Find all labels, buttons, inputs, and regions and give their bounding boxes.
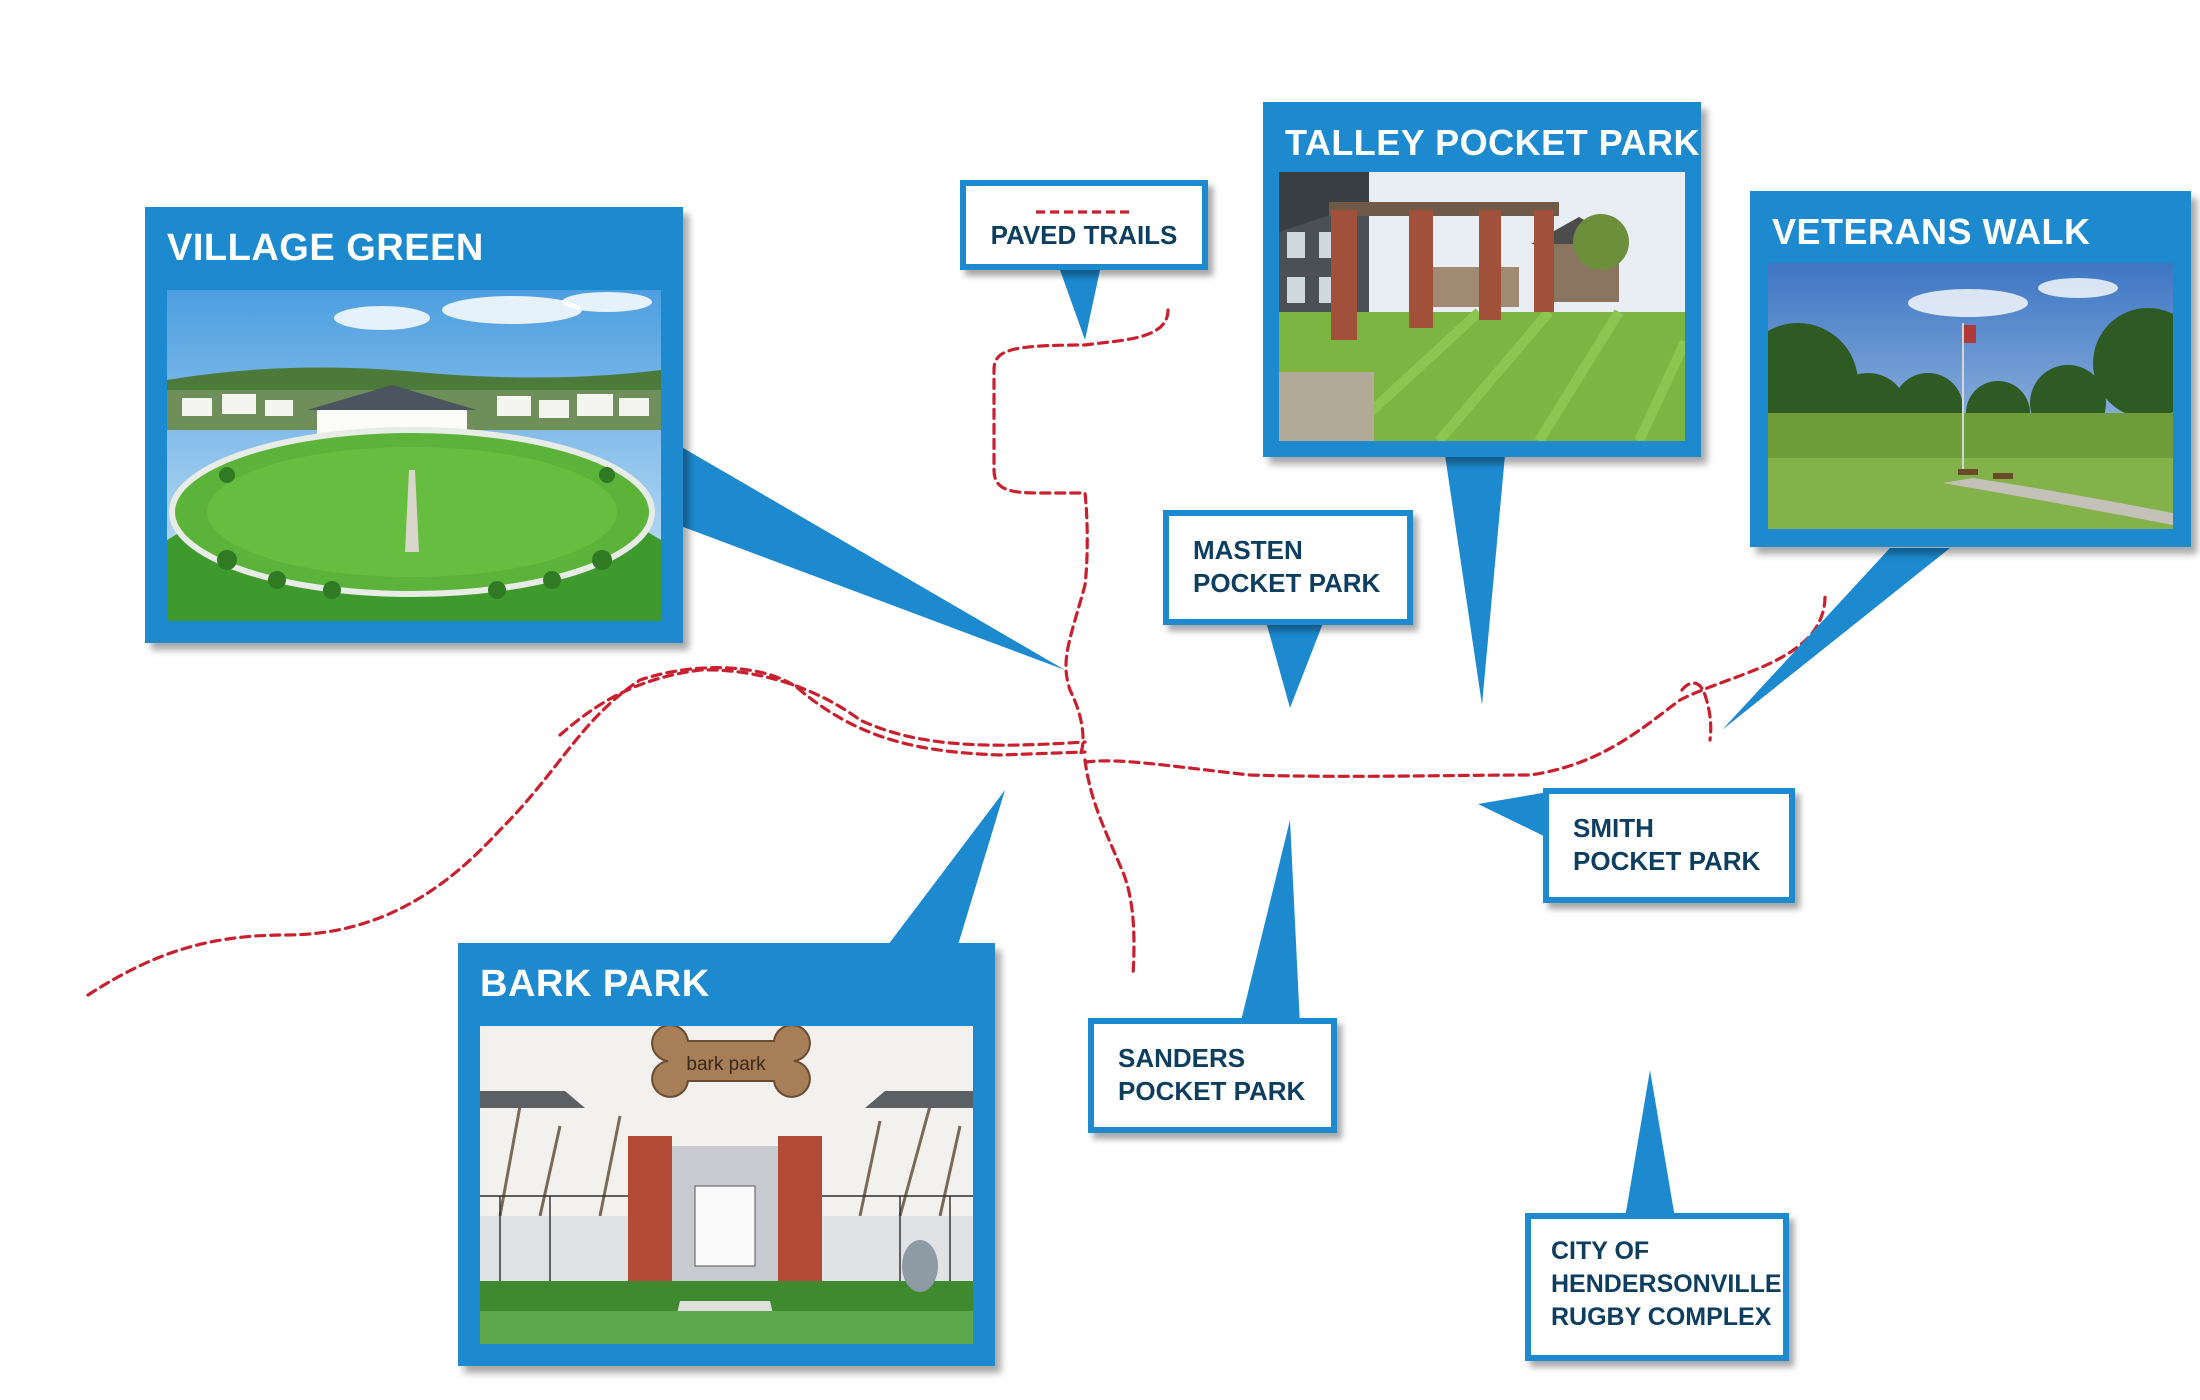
label-rugby-line2: HENDERSONVILLE [1551,1270,1782,1298]
legend-paved-trails: PAVED TRAILS [960,180,1208,270]
card-title-talley: TALLEY POCKET PARK [1285,122,1701,163]
legend-label: PAVED TRAILS [990,220,1178,250]
label-rugby-line3: RUGBY COMPLEX [1551,1303,1772,1331]
pointer-talley [1445,455,1505,705]
card-talley-pocket-park[interactable]: TALLEY POCKET PARK [1263,102,1701,457]
photo-bark-park: bark park [480,1026,973,1344]
label-smith-pocket-park[interactable]: SMITH POCKET PARK [1543,788,1795,903]
label-sanders-line1: SANDERS [1118,1043,1246,1073]
trail-west [86,666,1087,997]
photo-talley [1279,172,1685,441]
pointer-masten [1265,618,1325,708]
pointer-rugby [1625,1070,1675,1218]
card-bark-park[interactable]: BARK PARK bark park [458,943,995,1366]
trail-spur-east [1680,681,1713,742]
sign-bark-park: bark park [686,1054,766,1075]
legend-dashed-line [1036,210,1132,214]
pointer-veterans [1722,548,1950,730]
trail-network [86,308,1827,997]
trail-west-parallel [558,668,1087,747]
label-smith-line2: POCKET PARK [1573,846,1761,876]
trail-south [1083,758,1136,977]
pointer-smith [1478,792,1548,838]
label-masten-line2: POCKET PARK [1193,568,1381,598]
label-sanders-line2: POCKET PARK [1118,1076,1306,1106]
photo-village-green [167,290,661,621]
card-title-veterans: VETERANS WALK [1772,211,2091,252]
label-rugby-complex[interactable]: CITY OF HENDERSONVILLE RUGBY COMPLEX [1525,1213,1789,1361]
pointer-sanders [1240,820,1300,1025]
trail-north [992,308,1170,757]
card-title-village-green: VILLAGE GREEN [167,227,484,269]
label-sanders-pocket-park[interactable]: SANDERS POCKET PARK [1088,1018,1337,1133]
callout-pointers [678,270,1950,1218]
label-masten-pocket-park[interactable]: MASTEN POCKET PARK [1163,510,1413,625]
card-title-bark-park: BARK PARK [480,963,710,1005]
card-veterans-walk[interactable]: VETERANS WALK [1750,191,2191,547]
pointer-village-green [678,445,1065,670]
label-masten-line1: MASTEN [1193,535,1303,565]
pointer-bark [888,790,1005,945]
label-smith-line1: SMITH [1573,813,1654,843]
pointer-paved-trails [1060,270,1100,340]
label-rugby-line1: CITY OF [1551,1237,1650,1265]
photo-veterans [1768,263,2173,529]
card-village-green[interactable]: VILLAGE GREEN [145,207,683,643]
trail-east [1083,595,1827,778]
